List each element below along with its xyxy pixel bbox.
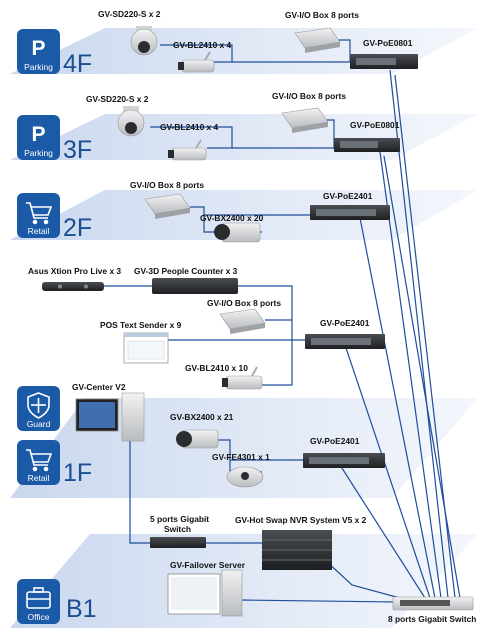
badge-label: Retail bbox=[28, 473, 50, 483]
speed-dome-camera-icon bbox=[118, 106, 144, 136]
label-3f-poe: GV-PoE0801 bbox=[350, 120, 400, 130]
badge-3f: P Parking bbox=[17, 115, 60, 160]
badge-label: Parking bbox=[24, 62, 53, 72]
label-switch5-line1: 5 ports Gigabit bbox=[150, 514, 209, 524]
badge-b1: Office bbox=[17, 579, 60, 624]
poe-switch-icon bbox=[334, 138, 400, 152]
poe-switch-icon bbox=[305, 334, 385, 349]
label-4f-bl2410: GV-BL2410 x 4 bbox=[173, 40, 232, 50]
label-pos: POS Text Sender x 9 bbox=[100, 320, 182, 330]
badge-2f: Retail bbox=[17, 193, 60, 238]
floor-label-2f: 2F bbox=[63, 214, 92, 242]
pos-screen-icon bbox=[124, 333, 168, 363]
label-3f-sd220: GV-SD220-S x 2 bbox=[86, 94, 149, 104]
nvr-system-icon bbox=[262, 530, 332, 570]
failover-server-icon bbox=[168, 570, 242, 616]
label-switch5-line2: Switch bbox=[164, 524, 191, 534]
label-3f-iobox: GV-I/O Box 8 ports bbox=[272, 91, 346, 101]
box-camera-icon bbox=[176, 430, 218, 448]
badge-label: Office bbox=[27, 612, 49, 622]
floor-label-3f: 3F bbox=[63, 136, 92, 164]
label-mid-iobox: GV-I/O Box 8 ports bbox=[207, 298, 281, 308]
label-1f-fe4301: GV-FE4301 x 1 bbox=[212, 452, 270, 462]
badge-guard: Guard bbox=[17, 386, 60, 431]
label-nvr: GV-Hot Swap NVR System V5 x 2 bbox=[235, 515, 367, 525]
label-center: GV-Center V2 bbox=[72, 382, 126, 392]
label-2f-iobox: GV-I/O Box 8 ports bbox=[130, 180, 204, 190]
floor-label-4f: 4F bbox=[63, 50, 92, 78]
poe-switch-icon bbox=[303, 453, 385, 468]
poe-switch-icon bbox=[310, 205, 390, 220]
label-xtion: Asus Xtion Pro Live x 3 bbox=[28, 266, 121, 276]
badge-4f: P Parking bbox=[17, 29, 60, 74]
parking-p-glyph: P bbox=[31, 123, 45, 146]
label-1f-bx2400: GV-BX2400 x 21 bbox=[170, 412, 234, 422]
people-counter-icon bbox=[152, 278, 238, 294]
badge-retail-1f: Retail bbox=[17, 440, 60, 485]
label-2f-poe: GV-PoE2401 bbox=[323, 191, 373, 201]
parking-p-glyph: P bbox=[31, 37, 45, 60]
label-switch8: 8 ports Gigabit Switch bbox=[388, 614, 476, 624]
label-4f-sd220: GV-SD220-S x 2 bbox=[98, 9, 161, 19]
io-box-icon bbox=[220, 309, 265, 334]
floor-label-b1: B1 bbox=[66, 595, 97, 623]
box-camera-icon bbox=[214, 223, 260, 242]
label-mid-poe: GV-PoE2401 bbox=[320, 318, 370, 328]
fisheye-camera-icon bbox=[227, 467, 263, 487]
label-2f-bx2400: GV-BX2400 x 20 bbox=[200, 213, 264, 223]
label-4f-iobox: GV-I/O Box 8 ports bbox=[285, 10, 359, 20]
gigabit-switch-8-icon bbox=[393, 597, 473, 610]
gigabit-switch-5-icon bbox=[150, 537, 206, 548]
poe-switch-icon bbox=[350, 54, 418, 69]
label-failover: GV-Failover Server bbox=[170, 560, 246, 570]
label-1f-poe: GV-PoE2401 bbox=[310, 436, 360, 446]
badge-label: Parking bbox=[24, 148, 53, 158]
depth-sensor-icon bbox=[42, 282, 104, 291]
label-3f-bl2410: GV-BL2410 x 4 bbox=[160, 122, 219, 132]
label-people-counter: GV-3D People Counter x 3 bbox=[134, 266, 238, 276]
floor-label-1f: 1F bbox=[63, 459, 92, 487]
label-mid-bl2410: GV-BL2410 x 10 bbox=[185, 363, 248, 373]
badge-label: Guard bbox=[27, 419, 51, 429]
label-4f-poe: GV-PoE0801 bbox=[363, 38, 413, 48]
badge-label: Retail bbox=[28, 226, 50, 236]
